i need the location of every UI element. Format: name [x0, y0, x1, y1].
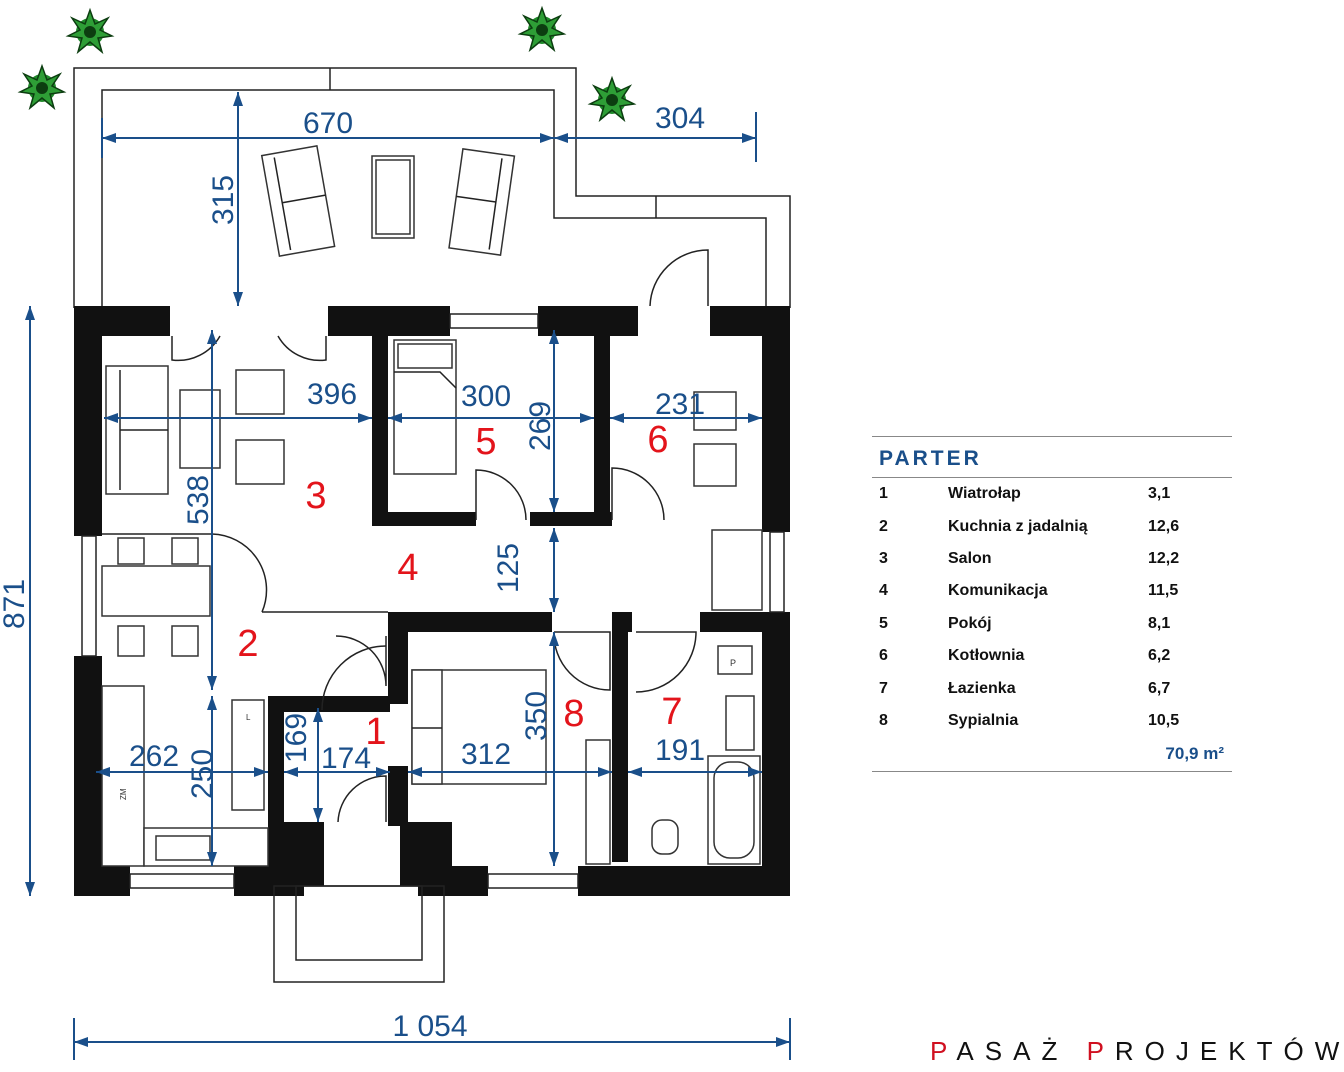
fixture-label-zm: ZM — [119, 788, 128, 800]
terrace-furniture — [260, 145, 516, 257]
legend-row-number: 5 — [879, 614, 888, 632]
dim-871: 871 — [0, 579, 31, 629]
plant-icon — [519, 7, 565, 51]
dimension-lines — [29, 92, 791, 1060]
room-number-8: 8 — [563, 693, 584, 735]
legend-row-name: Kuchnia z jadalnią — [948, 517, 1088, 535]
legend-row-name: Pokój — [948, 614, 992, 632]
legend-row-number: 4 — [879, 582, 888, 600]
dim-231: 231 — [655, 388, 705, 421]
dim-300: 300 — [461, 380, 511, 413]
legend-row: 6 Kotłownia 6,2 — [872, 640, 1232, 672]
legend-row: 7 Łazienka 6,7 — [872, 672, 1232, 704]
legend-row: 8 Sypialnia 10,5 — [872, 705, 1232, 737]
legend-row-number: 1 — [879, 485, 888, 503]
legend-row-number: 3 — [879, 549, 888, 567]
room-number-1: 1 — [365, 711, 386, 753]
room-number-6: 6 — [647, 419, 668, 461]
brand-word-rest: ROJEKTÓW — [1114, 1036, 1344, 1066]
legend-row: 1 Wiatrołap 3,1 — [872, 478, 1232, 510]
dim-312: 312 — [461, 738, 511, 771]
brand-letter-p: P — [930, 1036, 957, 1066]
brand-word-rest: ASAŻ — [956, 1036, 1087, 1066]
dim-396: 396 — [307, 378, 357, 411]
legend-row-number: 6 — [879, 647, 888, 665]
plant-icon — [589, 77, 635, 121]
walls — [74, 306, 790, 896]
dim-125: 125 — [492, 543, 525, 593]
fixture-label-l: L — [246, 713, 251, 722]
dim-304: 304 — [655, 102, 705, 135]
fixture-label-p: P — [730, 658, 736, 668]
dim-670: 670 — [303, 107, 353, 140]
legend-row: 4 Komunikacja 11,5 — [872, 575, 1232, 607]
brand-logo: PASAŻ PROJEKTÓW — [930, 1036, 1344, 1067]
legend-row-name: Salon — [948, 549, 992, 567]
dim-350: 350 — [520, 691, 553, 741]
doors — [102, 249, 709, 823]
dim-191: 191 — [655, 734, 705, 767]
legend-row: 5 Pokój 8,1 — [872, 608, 1232, 640]
dim-262: 262 — [129, 740, 179, 773]
legend-row-area: 8,1 — [1148, 614, 1171, 632]
legend-row-area: 6,2 — [1148, 647, 1171, 665]
legend-row: 2 Kuchnia z jadalnią 12,6 — [872, 510, 1232, 542]
entrance-porch — [273, 885, 445, 983]
dim-538: 538 — [182, 475, 215, 525]
dim-169: 169 — [280, 713, 313, 763]
legend-row-number: 7 — [879, 679, 888, 697]
legend-row-number: 2 — [879, 517, 888, 535]
legend-row-name: Łazienka — [948, 679, 1016, 697]
legend-row-area: 11,5 — [1148, 582, 1179, 600]
room-number-3: 3 — [305, 475, 326, 517]
legend-row-area: 3,1 — [1148, 485, 1171, 503]
legend-row-name: Wiatrołap — [948, 485, 1021, 503]
legend-row: 3 Salon 12,2 — [872, 543, 1232, 575]
dim-269: 269 — [524, 401, 557, 451]
dim-1054: 1 054 — [392, 1010, 467, 1043]
room-number-5: 5 — [475, 421, 496, 463]
windows — [81, 313, 785, 889]
legend-row-area: 12,2 — [1148, 549, 1180, 567]
legend-row-name: Komunikacja — [948, 582, 1048, 600]
legend-row-area: 12,6 — [1148, 517, 1180, 535]
legend-total-area: 70,9 m² — [872, 737, 1232, 773]
legend-row-name: Sypialnia — [948, 711, 1019, 729]
legend-title: PARTER — [872, 436, 1232, 478]
legend-row-number: 8 — [879, 711, 888, 729]
legend-row-area: 10,5 — [1148, 711, 1180, 729]
brand-letter-p: P — [1086, 1036, 1115, 1066]
plant-icon — [67, 9, 113, 53]
dim-250: 250 — [186, 749, 219, 799]
room-legend: PARTER 1 Wiatrołap 3,1 2 Kuchnia z jadal… — [872, 436, 1232, 773]
legend-row-name: Kotłownia — [948, 647, 1025, 665]
room-number-7: 7 — [661, 691, 682, 733]
room-number-2: 2 — [237, 623, 258, 665]
legend-row-area: 6,7 — [1148, 679, 1171, 697]
room-number-4: 4 — [397, 547, 418, 589]
dim-174: 174 — [321, 742, 371, 775]
plant-icon — [19, 65, 65, 109]
dim-315: 315 — [207, 175, 240, 225]
dimension-arrows — [25, 92, 790, 1047]
